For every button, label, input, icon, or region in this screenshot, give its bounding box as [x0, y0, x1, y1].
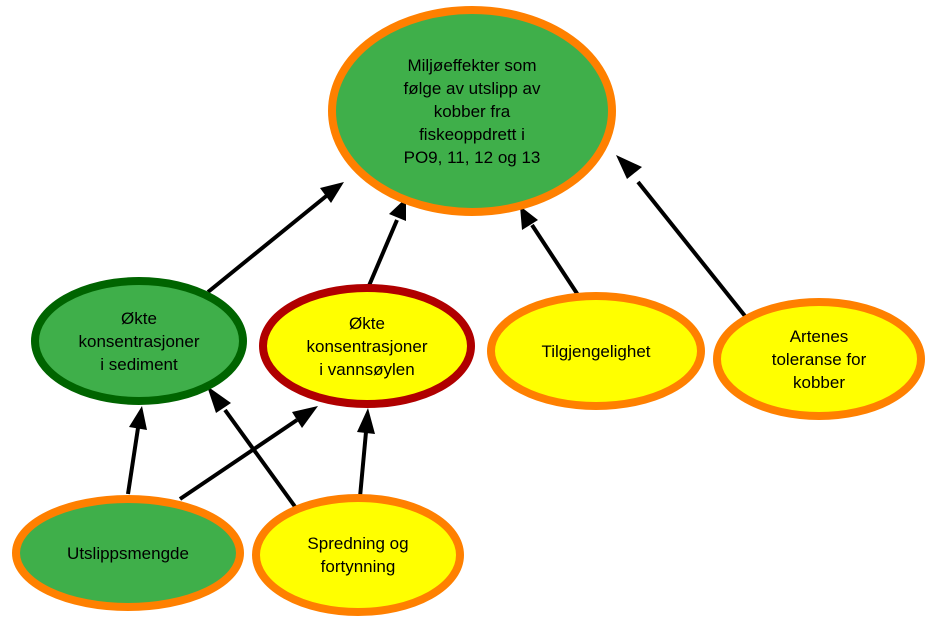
node-sediment-text: Økte konsentrasjoner i sediment — [78, 308, 200, 374]
node-water-label: Økte konsentrasjoner i vannsøylen — [277, 301, 457, 391]
arrowhead-emission-to-water — [292, 406, 318, 428]
node-main-label: Miljøeffekter som følge av utslipp av ko… — [362, 30, 582, 192]
node-sediment-label: Økte konsentrasjoner i sediment — [49, 296, 229, 386]
node-dispersion-ellipse — [252, 494, 464, 616]
arrowhead-dispersion-to-water — [357, 408, 375, 434]
node-availability-label: Tilgjengelighet — [506, 331, 686, 371]
node-availability-ellipse — [487, 292, 705, 410]
arrowhead-availability-to-main — [520, 206, 538, 230]
node-tolerance-ellipse — [713, 298, 925, 420]
node-emission-ellipse — [12, 495, 244, 611]
node-availability-text: Tilgjengelighet — [541, 341, 651, 361]
node-main-text: Miljøeffekter som følge av utslipp av ko… — [403, 55, 541, 167]
node-tolerance-text: Artenes toleranse for kobber — [771, 326, 867, 392]
node-water-text: Økte konsentrasjoner i vannsøylen — [306, 313, 428, 379]
arrow-dispersion-to-sediment — [223, 408, 298, 510]
arrow-emission-to-sediment — [126, 427, 140, 495]
arrow-tolerance-to-main — [636, 180, 747, 318]
arrowhead-tolerance-to-main — [616, 155, 642, 179]
node-sediment-ellipse — [31, 277, 247, 405]
arrowhead-emission-to-sediment — [129, 406, 147, 430]
node-main-ellipse — [328, 6, 616, 216]
node-tolerance-label: Artenes toleranse for kobber — [734, 314, 904, 404]
node-dispersion-text: Spredning og fortynning — [307, 534, 409, 576]
arrowhead-sediment-to-main — [320, 182, 344, 203]
arrow-water-to-main — [366, 219, 399, 289]
node-emission-text: Utslippsmengde — [67, 543, 189, 563]
arrowhead-water-to-main — [389, 198, 406, 221]
arrowhead-dispersion-to-sediment — [207, 386, 231, 413]
node-dispersion-label: Spredning og fortynning — [273, 530, 443, 580]
arrow-sediment-to-main — [206, 191, 332, 294]
node-water-ellipse — [259, 284, 475, 408]
node-emission-label: Utslippsmengde — [38, 533, 218, 573]
arrow-dispersion-to-water — [358, 431, 368, 498]
arrow-availability-to-main — [530, 223, 580, 297]
arrow-emission-to-water — [178, 418, 299, 501]
